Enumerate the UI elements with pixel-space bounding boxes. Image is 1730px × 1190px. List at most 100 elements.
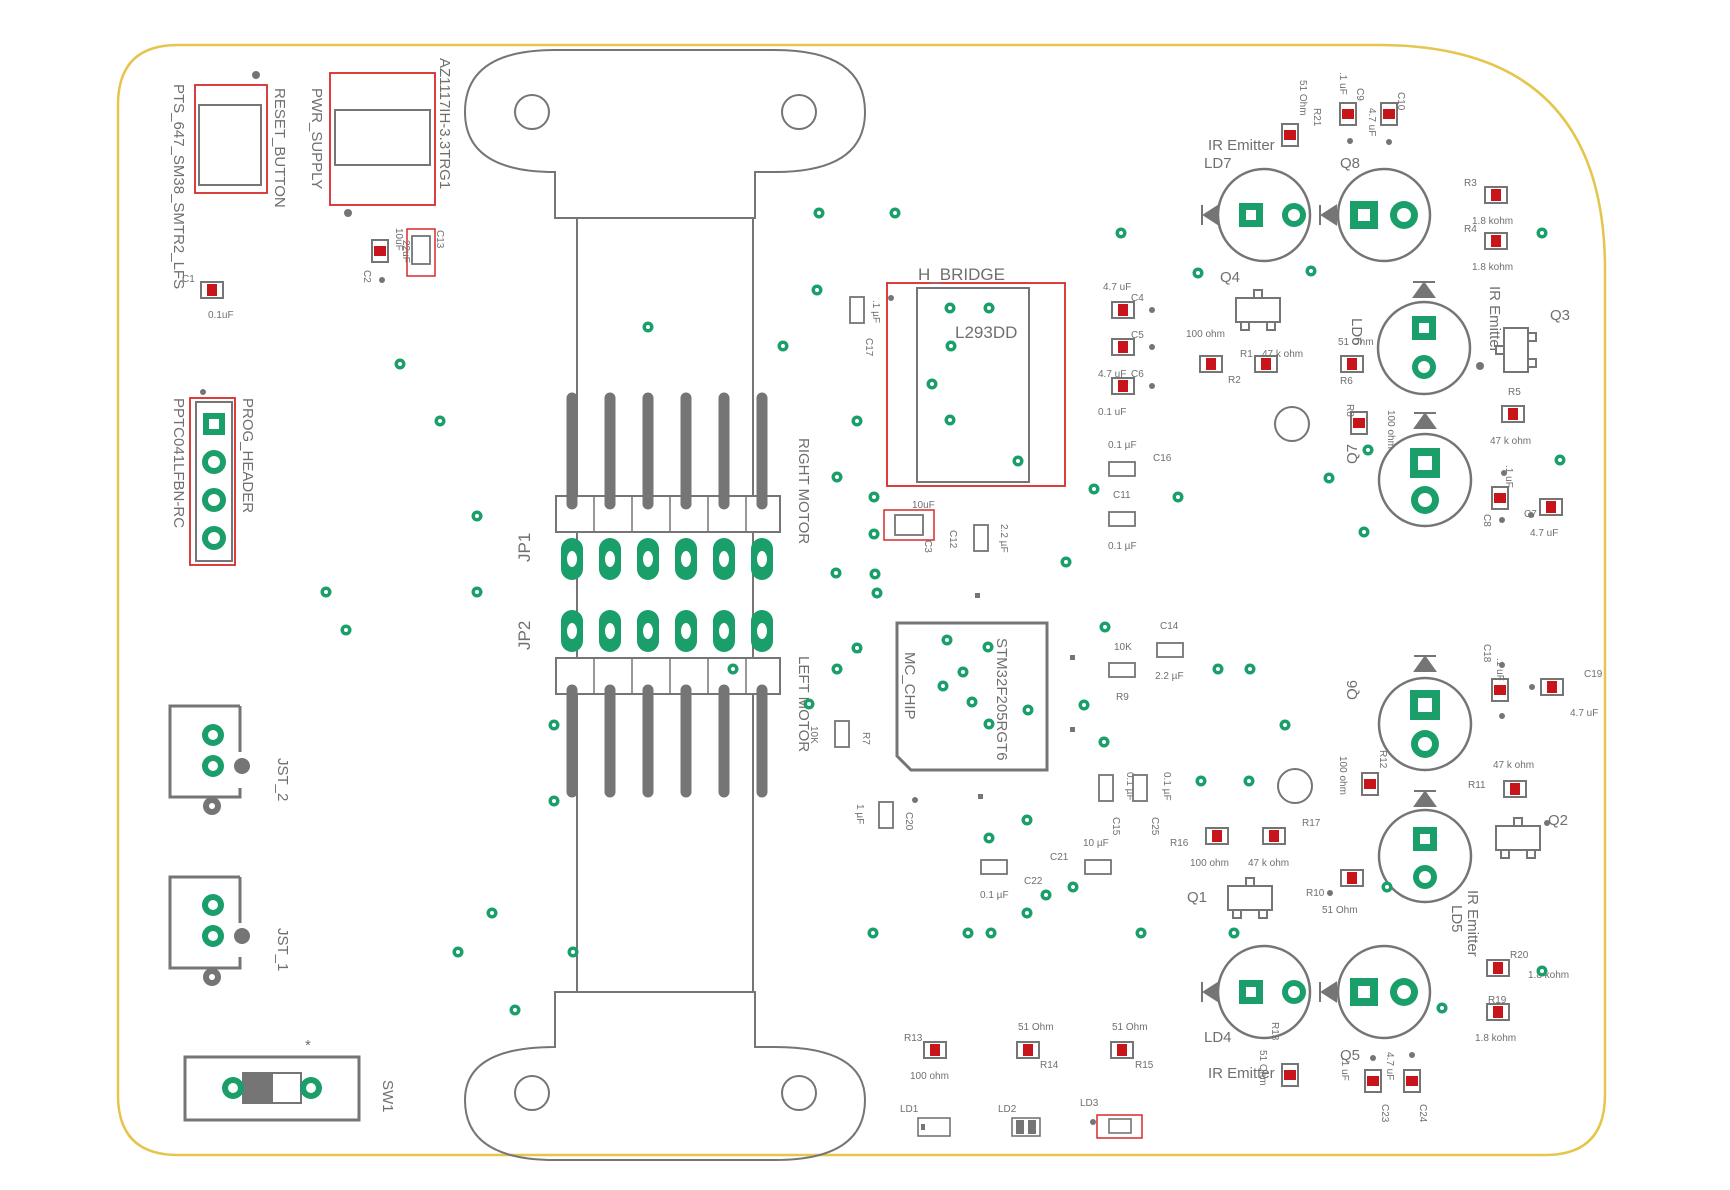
via-drill: [438, 419, 442, 423]
label-c2-val: 10uF: [393, 228, 404, 251]
label-r14-val: 51 Ohm: [1018, 1022, 1054, 1033]
q7-sensor: [1377, 412, 1473, 528]
via-drill: [1025, 818, 1029, 822]
label-r5-val: 47 k ohm: [1490, 436, 1531, 447]
via-drill: [872, 495, 876, 499]
label-c13-val: 22uF: [400, 240, 411, 263]
via-drill: [945, 638, 949, 642]
r12-part: [1361, 772, 1379, 796]
label-pwr-part: AZ1117IH-3.3TRG1: [436, 58, 453, 189]
label-r21: R21: [1311, 108, 1322, 127]
label-r20: R20: [1510, 950, 1529, 961]
r9-part: [1108, 662, 1136, 678]
jst-1-connector: [168, 875, 250, 986]
label-r21-val: 51 Ohm: [1297, 80, 1308, 116]
label-ir-emitter-bottom: IR Emitter: [1208, 1065, 1275, 1082]
label-c17-val: .1 µF: [870, 300, 881, 323]
via-drill: [1119, 231, 1123, 235]
label-r10-val: 51 Ohm: [1322, 905, 1358, 916]
c20-part: [878, 801, 894, 829]
via-drill: [1026, 708, 1030, 712]
via-drill: [948, 306, 952, 310]
label-c3: C3: [922, 540, 933, 553]
label-c11: C11: [1113, 490, 1131, 501]
r15-part: [1110, 1041, 1134, 1059]
label-r20-val: 1.8 kohm: [1528, 970, 1569, 981]
via-drill: [1232, 931, 1236, 935]
label-c11-val: 0.1 µF: [1108, 541, 1137, 552]
label-c5-val: 0.1 uF: [1098, 407, 1126, 418]
via-drill: [1540, 969, 1544, 973]
label-c8: C8: [1481, 514, 1492, 527]
label-c15-val: 0.1 µF: [1124, 772, 1135, 801]
label-r13: R13: [904, 1033, 923, 1044]
via-drill: [490, 911, 494, 915]
q5-sensor: [1319, 944, 1432, 1040]
label-q4: Q4: [1220, 269, 1240, 286]
c14-part: [1156, 642, 1184, 658]
label-r1-val: 100 ohm: [1186, 329, 1225, 340]
via-drill: [941, 684, 945, 688]
via-drill: [949, 344, 953, 348]
label-ld4: LD4: [1204, 1029, 1232, 1046]
ld3-led: [1090, 1114, 1143, 1139]
h-bridge: [886, 282, 1066, 487]
label-jp2: JP2: [515, 621, 534, 650]
label-c1: C1: [182, 274, 195, 285]
via-drill: [731, 667, 735, 671]
via-drill: [873, 572, 877, 576]
label-c19: C19: [1584, 669, 1603, 680]
via-drill: [1016, 459, 1020, 463]
r20-part: [1486, 959, 1510, 977]
label-c25-val: 0.1 µF: [1161, 772, 1172, 801]
c25-part: [1132, 774, 1148, 802]
ld5-emitter: [1377, 790, 1473, 904]
label-r6: R6: [1340, 376, 1353, 387]
via-drill: [1366, 448, 1370, 452]
label-ir-emitter-right-bottom: IR Emitter: [1464, 890, 1481, 957]
label-c7-val: 4.7 uF: [1530, 528, 1558, 539]
ld7-emitter: [1201, 167, 1312, 263]
via-drill: [1102, 740, 1106, 744]
via-drill: [1064, 560, 1068, 564]
via-drill: [948, 418, 952, 422]
c2-part: [371, 239, 389, 263]
label-r9: R9: [1116, 692, 1129, 703]
label-c20: C20: [903, 812, 914, 831]
c11-part: [1108, 511, 1136, 527]
motor-chassis-top: [463, 49, 867, 219]
r21-part: [1281, 123, 1299, 147]
label-jst-2: JST_2: [274, 758, 291, 801]
label-r16-val: 100 ohm: [1190, 858, 1229, 869]
label-c21: C21: [1050, 852, 1069, 863]
label-l293dd: L293DD: [955, 323, 1017, 342]
label-ld6: LD6: [1348, 318, 1365, 346]
mounting-hole-bottom: [1277, 768, 1313, 804]
r14-part: [1016, 1041, 1040, 1059]
c5-part: [1111, 338, 1135, 356]
via-drill: [1327, 476, 1331, 480]
via-drill: [855, 419, 859, 423]
r13-part: [923, 1041, 947, 1059]
label-q1: Q1: [1187, 889, 1207, 906]
label-prog-part: PPTC041LFBN-RC: [170, 398, 187, 528]
c15-part: [1098, 774, 1114, 802]
r3-part: [1484, 186, 1508, 204]
motor-chassis-bottom: [463, 991, 867, 1161]
c8-part: [1491, 486, 1509, 510]
label-q5: Q5: [1340, 1047, 1360, 1064]
label-q6: Q6: [1344, 680, 1361, 700]
via-drill: [324, 590, 328, 594]
c24-part: [1403, 1069, 1421, 1093]
via-drill: [970, 700, 974, 704]
label-r13-val: 100 ohm: [910, 1071, 949, 1082]
label-r7: R7: [860, 732, 871, 745]
label-c4: C4: [1131, 293, 1144, 304]
label-left-motor: LEFT MOTOR: [795, 656, 812, 752]
label-r19-val: 1.8 kohm: [1475, 1033, 1516, 1044]
jp1-header: [555, 392, 781, 580]
via-drill: [1216, 667, 1220, 671]
c23-part: [1364, 1069, 1382, 1093]
label-pwr-supply: PWR_SUPPLY: [308, 88, 325, 189]
via-drill: [475, 590, 479, 594]
